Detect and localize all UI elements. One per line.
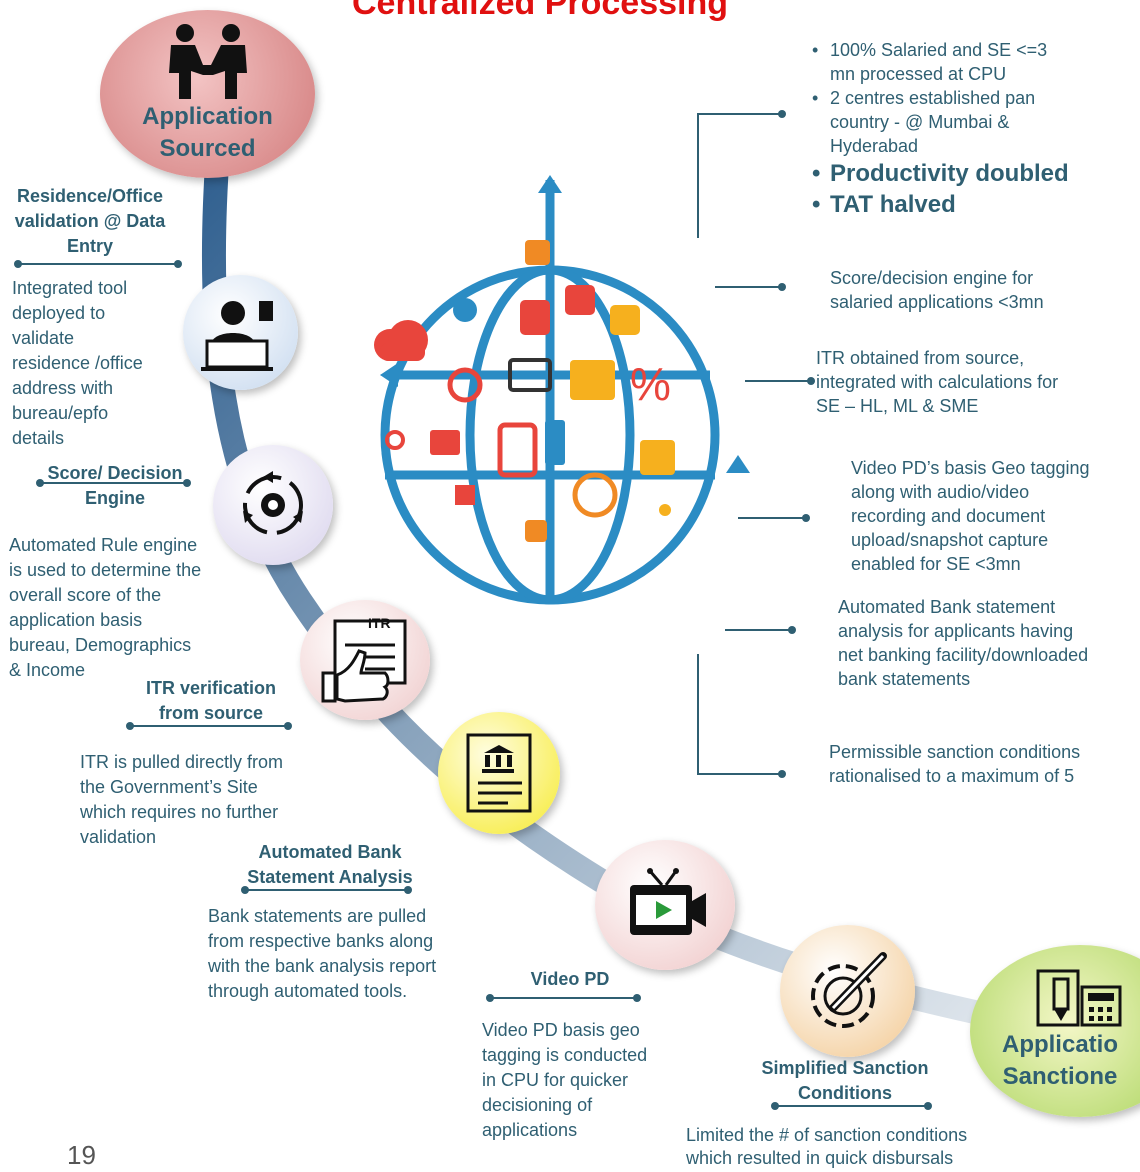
itr-stage-circle: ITR — [300, 600, 430, 720]
stage-desc-sanction-conditions: Limited the # of sanction conditions whi… — [686, 1125, 968, 1168]
connector-line — [14, 260, 182, 268]
stage-title-bank-statement: Automated Bank Statement Analysis — [247, 842, 413, 887]
end-label-line2: Sanctione — [1002, 1063, 1118, 1090]
stage-desc-data-entry: Integrated tool deployed to validate res… — [12, 278, 143, 448]
right-item-score-engine: Score/decision engine for salaried appli… — [830, 268, 1044, 312]
right-item-sanction: Permissible sanction conditions rational… — [829, 742, 1081, 786]
stage-title-data-entry: Residence/Office validation @ Data Entry — [14, 186, 166, 256]
page-number: 19 — [67, 1140, 96, 1170]
bank-statement-stage-circle — [438, 712, 560, 834]
itr-icon-label: ITR — [368, 615, 391, 631]
stage-title-video-pd: Video PD — [530, 969, 610, 989]
sanction-documents-icon — [1036, 969, 1122, 1027]
itr-document-thumbs-up-icon — [321, 619, 407, 703]
stage-desc-decision-engine: Automated Rule engine is used to determi… — [9, 535, 202, 680]
stage-desc-bank-statement: Bank statements are pulled from respecti… — [208, 906, 437, 1001]
cpu-summary-bullets: 100% Salaried and SE <=3mn processed at … — [812, 38, 1112, 220]
end-label-line1: Applicatio — [1001, 1031, 1118, 1058]
sanction-conditions-stage-circle — [780, 925, 915, 1057]
right-item-bank-statement: Automated Bank statement analysis for ap… — [838, 597, 1089, 689]
connector-line — [126, 722, 292, 730]
stage-desc-itr: ITR is pulled directly from the Governme… — [80, 752, 284, 847]
connector-line — [36, 479, 191, 487]
right-connectors — [697, 110, 810, 778]
connector-line — [771, 1102, 932, 1110]
right-item-itr: ITR obtained from source, integrated wit… — [816, 348, 1059, 416]
connector-line — [241, 886, 412, 894]
stage-title-sanction-conditions: Simplified Sanction Conditions — [761, 1058, 929, 1103]
stage-title-decision-engine: Score/ Decision Engine — [47, 463, 183, 508]
start-label-line2: Sourced — [159, 135, 256, 162]
video-pd-stage-circle — [595, 840, 735, 970]
right-item-video-pd: Video PD’s basis Geo tagging along with … — [851, 458, 1090, 574]
stage-title-itr: ITR verification from source — [145, 678, 277, 723]
decision-engine-stage-circle — [213, 445, 333, 565]
connector-dot — [807, 377, 815, 385]
application-sanctioned-bubble: Applicatio Sanctione — [970, 945, 1140, 1117]
gear-cycle-icon — [243, 471, 303, 535]
highlight-tat: TAT halved — [812, 189, 1112, 220]
data-entry-stage-circle — [183, 275, 298, 390]
svg-text:%: % — [630, 358, 671, 410]
start-label-line1: Application — [142, 103, 273, 130]
person-laptop-icon — [200, 300, 273, 371]
stage-desc-video-pd: Video PD basis geo tagging is conducted … — [482, 1020, 648, 1140]
handshake-icon — [168, 24, 247, 99]
gear-pencil-icon — [810, 952, 887, 1028]
application-sourced-bubble: Application Sourced — [100, 10, 315, 178]
highlight-productivity: Productivity doubled — [812, 158, 1112, 189]
page-title: Centralized Processing — [351, 0, 728, 22]
video-camera-icon — [630, 868, 706, 935]
digital-globe-graphic: % — [374, 175, 750, 605]
bank-document-icon — [466, 733, 532, 813]
connector-line — [486, 994, 641, 1002]
